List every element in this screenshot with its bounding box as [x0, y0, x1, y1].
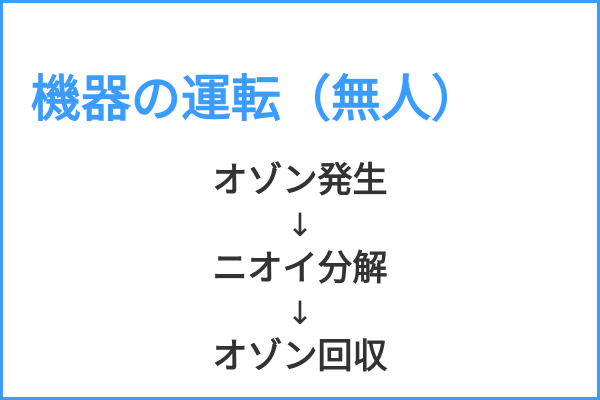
step-odor-decomposition: ニオイ分解: [212, 249, 388, 289]
down-arrow-icon: ↓: [286, 206, 314, 244]
process-flow: オゾン発生 ↓ ニオイ分解 ↓ オゾン回収: [3, 159, 597, 379]
slide-title: 機器の運転（無人）: [31, 70, 481, 128]
step-ozone-generation: オゾン発生: [212, 161, 388, 201]
down-arrow-icon: ↓: [286, 294, 314, 332]
step-ozone-recovery: オゾン回収: [212, 337, 388, 377]
